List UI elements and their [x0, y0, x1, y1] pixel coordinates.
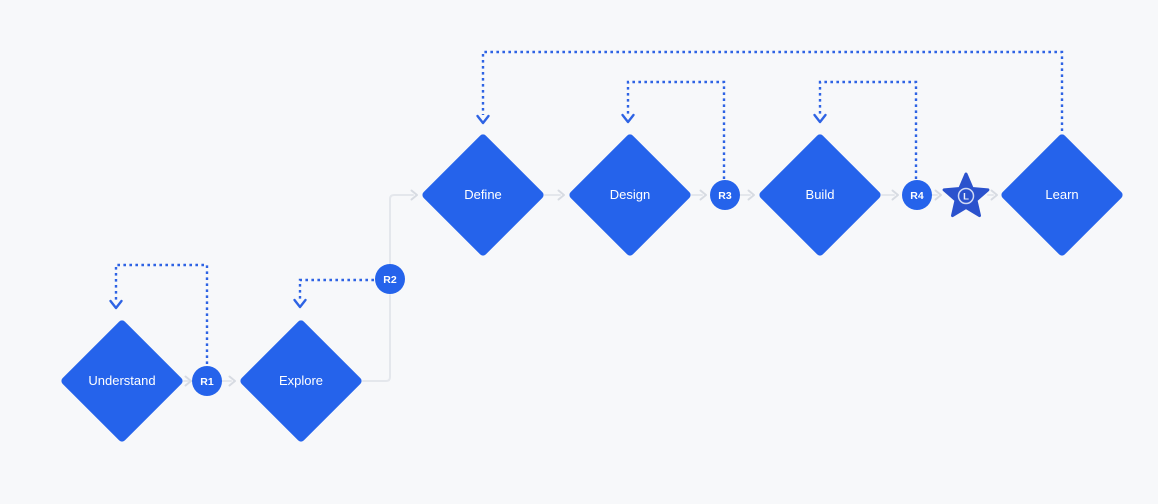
flow-connectors [183, 189, 998, 387]
phase-label-understand: Understand [88, 373, 155, 388]
arrowhead-into-design [557, 189, 565, 201]
loop-r1-to-understand [114, 263, 209, 364]
diamond-define [422, 134, 544, 256]
circle-r1 [192, 366, 222, 396]
phase-label-build: Build [806, 187, 835, 202]
star-inner-ring [957, 187, 975, 205]
checkpoint-label-r3: R3 [718, 190, 732, 202]
phase-label-design: Design [610, 187, 650, 202]
phase-define: Define [422, 134, 544, 256]
diamond-explore [240, 320, 362, 442]
milestone-label: L [963, 192, 969, 203]
diamond-design [569, 134, 691, 256]
milestone-star: L [942, 172, 990, 218]
circle-r4 [902, 180, 932, 210]
phase-learn: Learn [1001, 134, 1123, 256]
arrowhead-into-build [747, 189, 755, 201]
checkpoint-r2: R2 [375, 264, 405, 294]
loop-r2-to-explore [298, 278, 374, 299]
diamond-build [759, 134, 881, 256]
arrowhead-into-r1 [184, 375, 192, 387]
arrowhead-into-explore [228, 375, 236, 387]
circle-r2 [375, 264, 405, 294]
star-icon [942, 172, 990, 218]
circle-r3 [710, 180, 740, 210]
loop-arrowhead-define [476, 114, 490, 125]
checkpoint-label-r2: R2 [383, 274, 397, 286]
feedback-loops [109, 50, 1064, 364]
phase-design: Design [569, 134, 691, 256]
loop-arrowhead-understand [109, 299, 123, 310]
arrowhead-into-r4 [891, 189, 899, 201]
loop-learn-to-define [481, 50, 1064, 131]
checkpoint-label-r4: R4 [910, 190, 924, 202]
phase-label-learn: Learn [1045, 187, 1078, 202]
diamond-learn [1001, 134, 1123, 256]
checkpoint-label-r1: R1 [200, 376, 214, 388]
diamond-understand [61, 320, 183, 442]
arrowhead-into-learn [990, 189, 998, 201]
arrowhead-into-define [410, 189, 418, 201]
phase-label-define: Define [464, 187, 502, 202]
loop-arrowhead-design [621, 113, 635, 124]
checkpoint-r4: R4 [902, 180, 932, 210]
connector-r2-define [389, 194, 414, 265]
arrowhead-into-r3 [699, 189, 707, 201]
loop-r3-to-design [626, 80, 726, 179]
connector-explore-r2 [362, 294, 391, 382]
loop-r4-to-build [818, 80, 918, 179]
checkpoint-r1: R1 [192, 366, 222, 396]
loop-arrowhead-explore [293, 298, 307, 309]
loop-arrowhead-build [813, 113, 827, 124]
phase-understand: Understand [61, 320, 183, 442]
phase-label-explore: Explore [279, 373, 323, 388]
phase-explore: Explore [240, 320, 362, 442]
arrowhead-into-star [934, 189, 942, 201]
phase-build: Build [759, 134, 881, 256]
checkpoint-r3: R3 [710, 180, 740, 210]
